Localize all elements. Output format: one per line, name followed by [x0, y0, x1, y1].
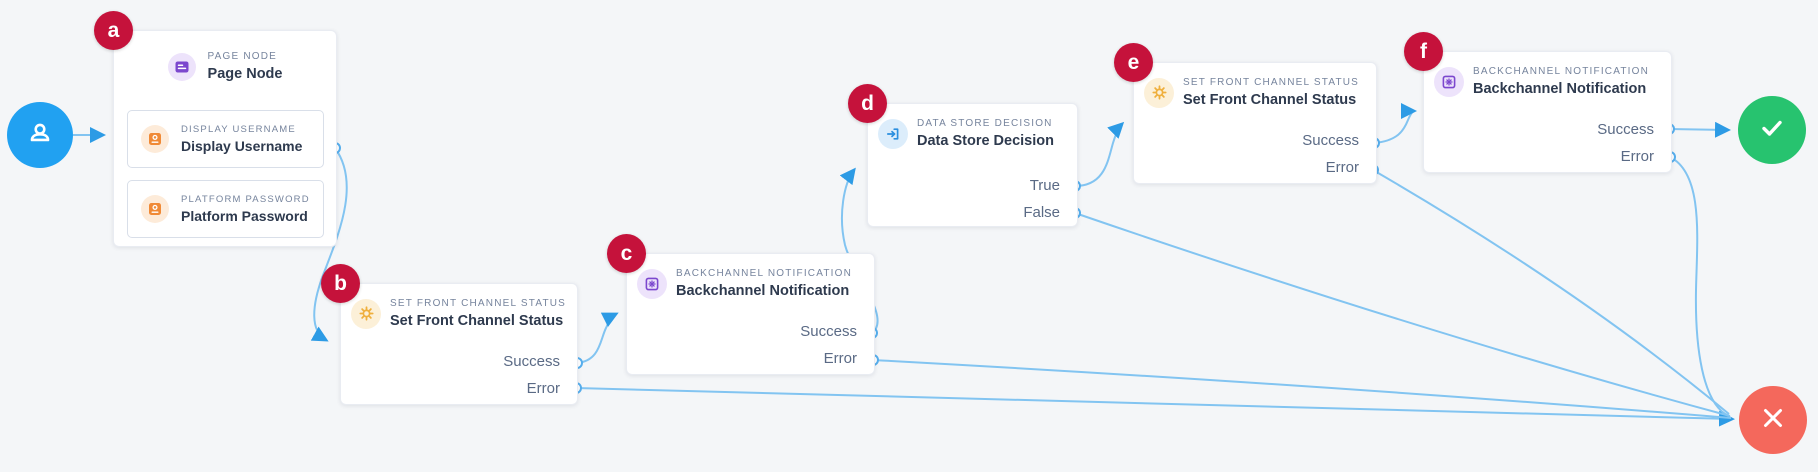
flow-error-node[interactable] [1739, 386, 1807, 454]
node-d-title: Data Store Decision [917, 133, 1054, 149]
output-false-label: False [1023, 204, 1060, 221]
connection-b-error-to-fail [575, 387, 1735, 427]
node-set-front-channel-status-2[interactable]: e SET FRONT CHANNEL STATUS Set Front Cha… [1114, 43, 1377, 184]
output-error-label: Error [1325, 159, 1359, 176]
node-d-badge: d [848, 84, 887, 123]
node-f-category: BACKCHANNEL NOTIFICATION [1473, 66, 1650, 77]
node-a-category: PAGE NODE [207, 51, 278, 62]
flow-success-node[interactable] [1738, 96, 1806, 164]
node-e-category: SET FRONT CHANNEL STATUS [1183, 77, 1360, 88]
node-gear-icon [637, 268, 667, 299]
connection-f-error-to-fail [1669, 156, 1730, 417]
output-success-label: Success [800, 323, 857, 340]
node-b-header: SET FRONT CHANNEL STATUS Set Front Chann… [341, 284, 577, 329]
node-b-badge: b [321, 264, 360, 303]
node-d-header: DATA STORE DECISION Data Store Decision [868, 104, 1077, 149]
node-backchannel-notification-2[interactable]: f BACKCHANNEL NOTIFICATION Backchannel N… [1404, 32, 1672, 173]
user-icon [25, 118, 55, 153]
subnode-password-title: Platform Password [181, 208, 308, 224]
node-e-header: SET FRONT CHANNEL STATUS Set Front Chann… [1134, 63, 1376, 108]
output-error-label: Error [1620, 148, 1654, 165]
sign-in-arrow-icon [878, 118, 908, 149]
subnode-username-title: Display Username [181, 138, 303, 154]
node-b-title: Set Front Channel Status [390, 313, 564, 329]
node-set-front-channel-status-1[interactable]: b SET FRONT CHANNEL STATUS Set Front Cha… [321, 264, 578, 405]
node-page-node[interactable]: a PAGE NODE Page Node [94, 11, 337, 247]
subnode-password-category: PLATFORM PASSWORD [181, 194, 310, 205]
node-a-title: Page Node [207, 66, 283, 82]
node-c-category: BACKCHANNEL NOTIFICATION [676, 268, 853, 279]
gear-icon [351, 298, 381, 329]
output-error-label: Error [823, 350, 857, 367]
x-icon [1758, 403, 1788, 438]
id-card-icon [141, 125, 169, 153]
connection-e-success-to-f [1373, 103, 1417, 144]
node-data-store-decision[interactable]: d DATA STORE DECISION Data Store Decisio… [848, 84, 1078, 227]
node-c-title: Backchannel Notification [676, 283, 850, 299]
connection-c-error-to-fail [872, 359, 1732, 419]
connection-d-false-to-fail [1074, 212, 1731, 417]
check-icon [1755, 111, 1789, 150]
output-error-label: Error [526, 380, 560, 397]
connection-b-success-to-c [576, 312, 619, 364]
node-e-title: Set Front Channel Status [1183, 92, 1357, 108]
node-c-header: BACKCHANNEL NOTIFICATION Backchannel Not… [627, 254, 874, 299]
connection-d-true-to-e [1074, 121, 1125, 187]
id-card-icon [141, 195, 169, 223]
subnode-username-category: DISPLAY USERNAME [181, 124, 296, 135]
node-f-title: Backchannel Notification [1473, 81, 1647, 97]
start-node[interactable] [7, 102, 73, 168]
subnode-display-username[interactable]: DISPLAY USERNAME Display Username [127, 110, 324, 168]
node-f-badge: f [1404, 32, 1443, 71]
node-e-badge: e [1114, 43, 1153, 82]
node-a-header: PAGE NODE Page Node [114, 31, 336, 82]
node-b-category: SET FRONT CHANNEL STATUS [390, 298, 567, 309]
node-backchannel-notification-1[interactable]: c BACKCHANNEL NOTIFICATION Backchannel N… [607, 234, 875, 375]
output-true-label: True [1029, 177, 1060, 194]
form-page-icon [167, 52, 196, 81]
connection-f-success-to-end [1668, 121, 1731, 138]
node-gear-icon [1434, 66, 1464, 97]
output-success-label: Success [503, 353, 560, 370]
subnode-platform-password[interactable]: PLATFORM PASSWORD Platform Password [127, 180, 324, 238]
gear-icon [1144, 77, 1174, 108]
output-success-label: Success [1302, 132, 1359, 149]
output-success-label: Success [1597, 121, 1654, 138]
connection-e-error-to-fail [1372, 169, 1730, 415]
node-d-category: DATA STORE DECISION [917, 118, 1053, 129]
node-c-badge: c [607, 234, 646, 273]
node-a-badge: a [94, 11, 133, 50]
node-f-header: BACKCHANNEL NOTIFICATION Backchannel Not… [1424, 52, 1671, 97]
